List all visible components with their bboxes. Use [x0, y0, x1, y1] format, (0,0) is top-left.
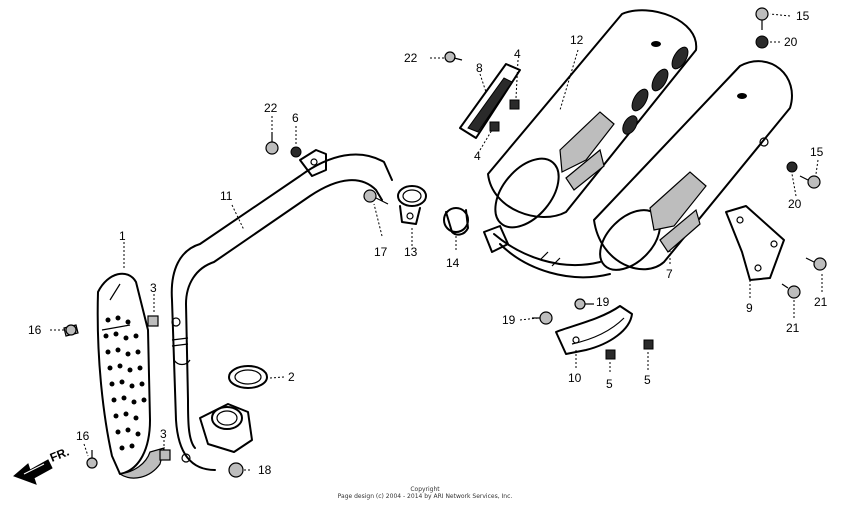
bolt-15-top	[755, 7, 769, 30]
label-11: 11	[220, 189, 233, 203]
nut-3-upper	[147, 315, 159, 327]
copyright-line-2: Page design (c) 2004 - 2014 by ARI Netwo…	[337, 493, 513, 500]
muffler	[483, 60, 793, 279]
bolt-22-top	[444, 51, 463, 63]
label-15b: 15	[810, 145, 824, 159]
label-5a: 5	[606, 377, 613, 391]
front-label: FR.	[48, 445, 71, 465]
label-16b: 16	[76, 429, 90, 443]
label-22a: 22	[264, 101, 278, 115]
bolt-19-left	[532, 311, 553, 325]
label-16a: 16	[28, 323, 42, 337]
part-labels: 1 2 3 3 4 4 5 5 6 7 8 9 10 11 12 13 14 1…	[28, 9, 828, 477]
bolt-16-lower	[86, 450, 98, 469]
label-10: 10	[568, 371, 582, 385]
washer-20-top	[755, 35, 769, 49]
label-21a: 21	[814, 295, 828, 309]
bolt-17	[363, 189, 389, 205]
washer-6	[290, 146, 302, 158]
muffler-bracket	[725, 205, 785, 281]
label-4a: 4	[514, 47, 521, 61]
nut-4-top	[509, 99, 520, 110]
nut-5-left	[605, 349, 616, 360]
exhaust-pipe	[170, 149, 393, 471]
label-20a: 20	[784, 35, 798, 49]
label-21b: 21	[786, 321, 800, 335]
label-1: 1	[119, 229, 126, 243]
label-5b: 5	[644, 373, 651, 387]
label-7: 7	[666, 267, 673, 281]
shield-holes	[103, 315, 147, 451]
label-3a: 3	[150, 281, 157, 295]
bolt-19-right	[574, 298, 594, 310]
label-9: 9	[746, 301, 753, 315]
copyright-line-1: Copyright	[410, 486, 440, 493]
label-20b: 20	[788, 197, 802, 211]
label-4b: 4	[474, 149, 481, 163]
clamp	[397, 185, 427, 225]
bolt-21-lower	[781, 283, 801, 299]
heat-shield	[96, 272, 165, 479]
label-19b: 19	[596, 295, 610, 309]
bolt-15-right	[799, 175, 821, 189]
label-2: 2	[288, 370, 295, 384]
bolt-21-upper	[805, 257, 827, 271]
label-19a: 19	[502, 313, 516, 327]
label-18: 18	[258, 463, 272, 477]
bolt-18	[228, 462, 244, 478]
emblem-plate	[459, 63, 521, 139]
washer-20-right	[786, 161, 798, 173]
label-12: 12	[570, 33, 584, 47]
label-3b: 3	[160, 427, 167, 441]
label-8: 8	[476, 61, 483, 75]
nut-3-lower	[159, 449, 171, 461]
label-13: 13	[404, 245, 418, 259]
nut-4-bottom	[489, 121, 500, 132]
muffler-gasket	[443, 207, 469, 236]
gasket	[228, 365, 268, 389]
muffler-protector	[487, 9, 698, 229]
fasteners	[63, 7, 827, 478]
nut-5-right	[643, 339, 654, 350]
label-17: 17	[374, 245, 388, 259]
bolt-16-upper	[63, 324, 79, 337]
leader-lines	[50, 13, 823, 471]
front-direction-arrow: FR.	[13, 445, 71, 485]
bolt-22-left	[265, 132, 279, 155]
label-22b: 22	[404, 51, 418, 65]
label-14: 14	[446, 256, 460, 270]
heat-guard	[555, 305, 633, 355]
label-6: 6	[292, 111, 299, 125]
label-15a: 15	[796, 9, 810, 23]
